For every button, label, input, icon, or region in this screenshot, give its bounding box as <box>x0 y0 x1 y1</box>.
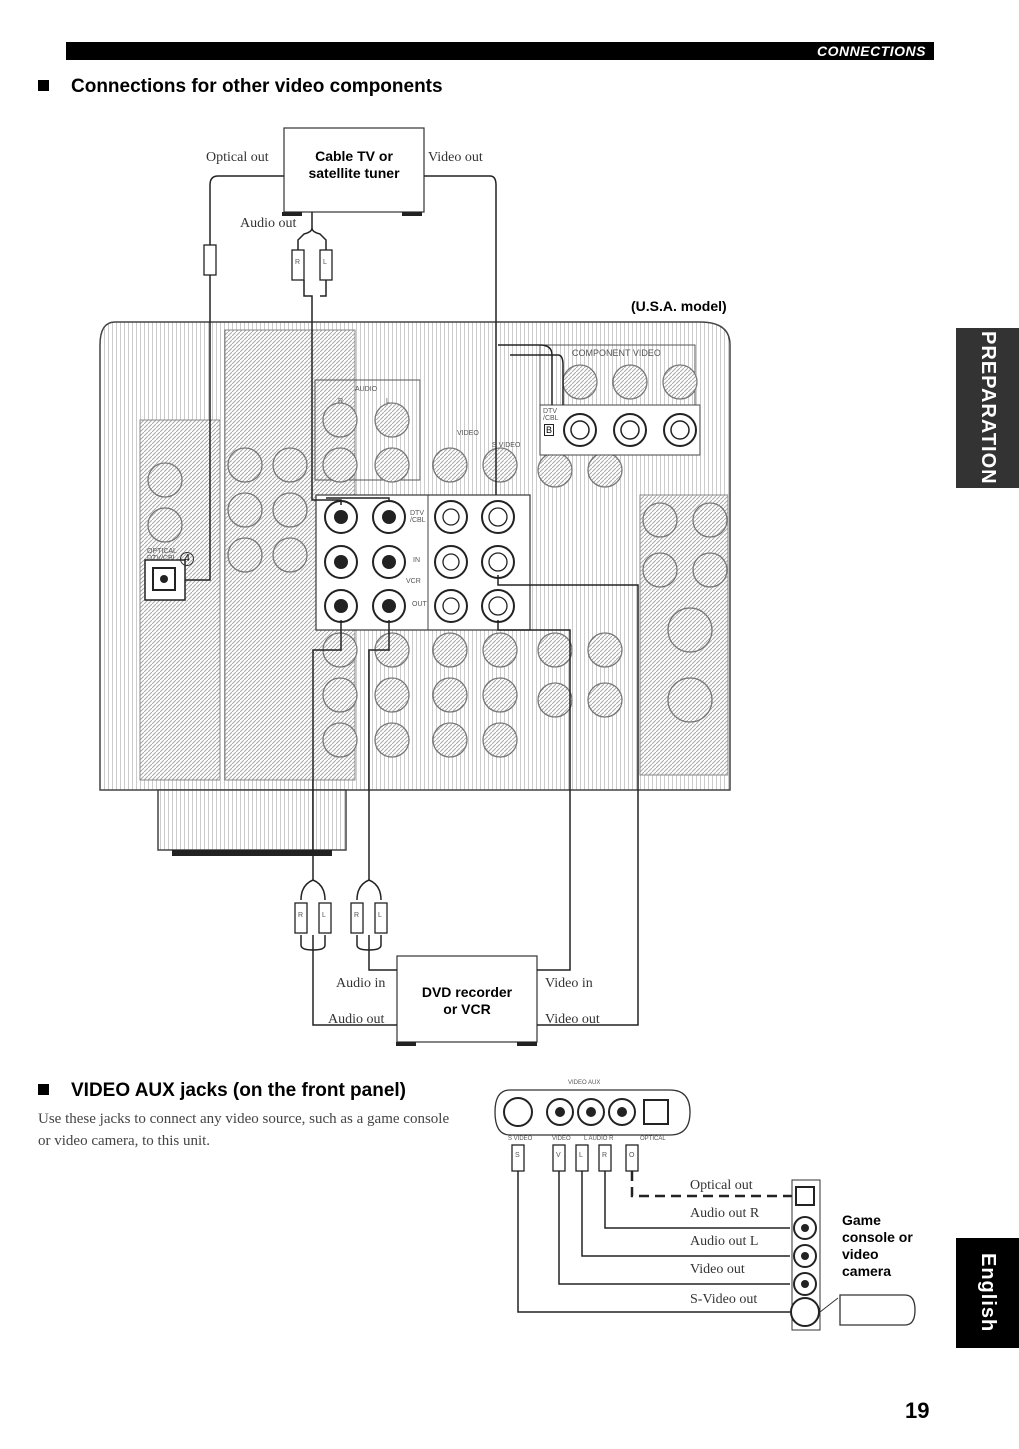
aux-jack-optical: OPTICAL <box>640 1136 666 1142</box>
label-audio-in: Audio in <box>336 976 386 991</box>
aux-out-svideo: S-Video out <box>690 1292 758 1307</box>
label-out: OUT <box>412 601 427 608</box>
label-optical: OPTICAL DTV/CBL <box>147 548 177 562</box>
aux-jack-svideo: S VIDEO <box>508 1136 533 1142</box>
plug-l-bot1: L <box>322 912 326 919</box>
video-aux-panel <box>494 1089 916 1331</box>
label-in: IN <box>413 557 420 564</box>
cable-tv-label: Cable TV or satellite tuner <box>284 148 424 182</box>
header-section-label: CONNECTIONS <box>817 43 926 59</box>
aux-out-audio-l: Audio out L <box>690 1234 759 1249</box>
section2-heading: VIDEO AUX jacks (on the front panel) <box>38 1080 406 1102</box>
label-video: VIDEO <box>457 430 479 437</box>
label-dvd-video-in: Video in <box>545 976 593 991</box>
cable-tv-text: Cable TV or satellite tuner <box>308 148 400 181</box>
aux-jack-video: VIDEO <box>552 1136 571 1142</box>
tab-english: English <box>956 1238 1019 1348</box>
label-audio: AUDIO <box>355 386 378 393</box>
tab-english-label: English <box>977 1253 999 1333</box>
label-audio-l: L <box>386 398 390 405</box>
plug-l-top: L <box>323 259 327 266</box>
plug-r-bot2: R <box>354 912 360 919</box>
label-dtv-cbl: DTV /CBL <box>410 510 426 524</box>
label-dvd-video-out: Video out <box>545 1012 600 1027</box>
section2-title: VIDEO AUX jacks (on the front panel) <box>71 1080 407 1101</box>
label-audio-r: R <box>338 398 344 405</box>
aux-plug-r: R <box>602 1152 608 1159</box>
label-optical-num: 4 <box>180 552 194 566</box>
header-bar: CONNECTIONS <box>66 42 934 60</box>
aux-plug-o: O <box>629 1152 635 1159</box>
section1-title: Connections for other video components <box>71 76 443 97</box>
aux-plug-s: S <box>515 1152 520 1159</box>
aux-out-audio-r: Audio out R <box>690 1206 760 1221</box>
page-number: 19 <box>905 1398 930 1423</box>
label-s-video: S VIDEO <box>492 442 521 449</box>
aux-plug-v: V <box>556 1152 561 1159</box>
label-vcr: VCR <box>406 578 421 585</box>
aux-out-optical: Optical out <box>690 1178 753 1193</box>
game-console-label: Game console or video camera <box>842 1212 913 1279</box>
plug-r-top: R <box>295 259 301 266</box>
bullet-icon <box>38 1084 49 1095</box>
aux-out-video: Video out <box>690 1262 745 1277</box>
label-dvd-audio-out: Audio out <box>328 1012 385 1027</box>
dvd-recorder-box <box>396 955 538 1043</box>
label-audio-out: Audio out <box>240 216 297 231</box>
dvd-recorder-label: DVD recorder or VCR <box>397 984 537 1018</box>
label-optical-out: Optical out <box>206 150 269 165</box>
label-video-out: Video out <box>428 150 483 165</box>
section2-body: Use these jacks to connect any video sou… <box>38 1111 450 1149</box>
dvd-recorder-text: DVD recorder or VCR <box>421 984 513 1017</box>
label-component-video: COMPONENT VIDEO <box>572 348 661 358</box>
plug-l-bot2: L <box>378 912 382 919</box>
tab-preparation: PREPARATION <box>956 328 1019 488</box>
section1-heading: Connections for other video components <box>38 76 443 98</box>
aux-plug-l: L <box>579 1152 583 1159</box>
receiver-rear-panel <box>99 321 731 856</box>
label-dtv-cbl-component: DTV /CBL <box>543 408 559 422</box>
label-b: B <box>544 424 555 436</box>
aux-jack-audio: L AUDIO R <box>584 1136 614 1142</box>
cable-tv-box <box>283 127 425 213</box>
video-aux-label: VIDEO AUX <box>568 1080 601 1086</box>
tab-preparation-label: PREPARATION <box>977 331 999 485</box>
plug-r-bot1: R <box>298 912 304 919</box>
model-note: (U.S.A. model) <box>631 298 727 314</box>
bullet-icon <box>38 80 49 91</box>
